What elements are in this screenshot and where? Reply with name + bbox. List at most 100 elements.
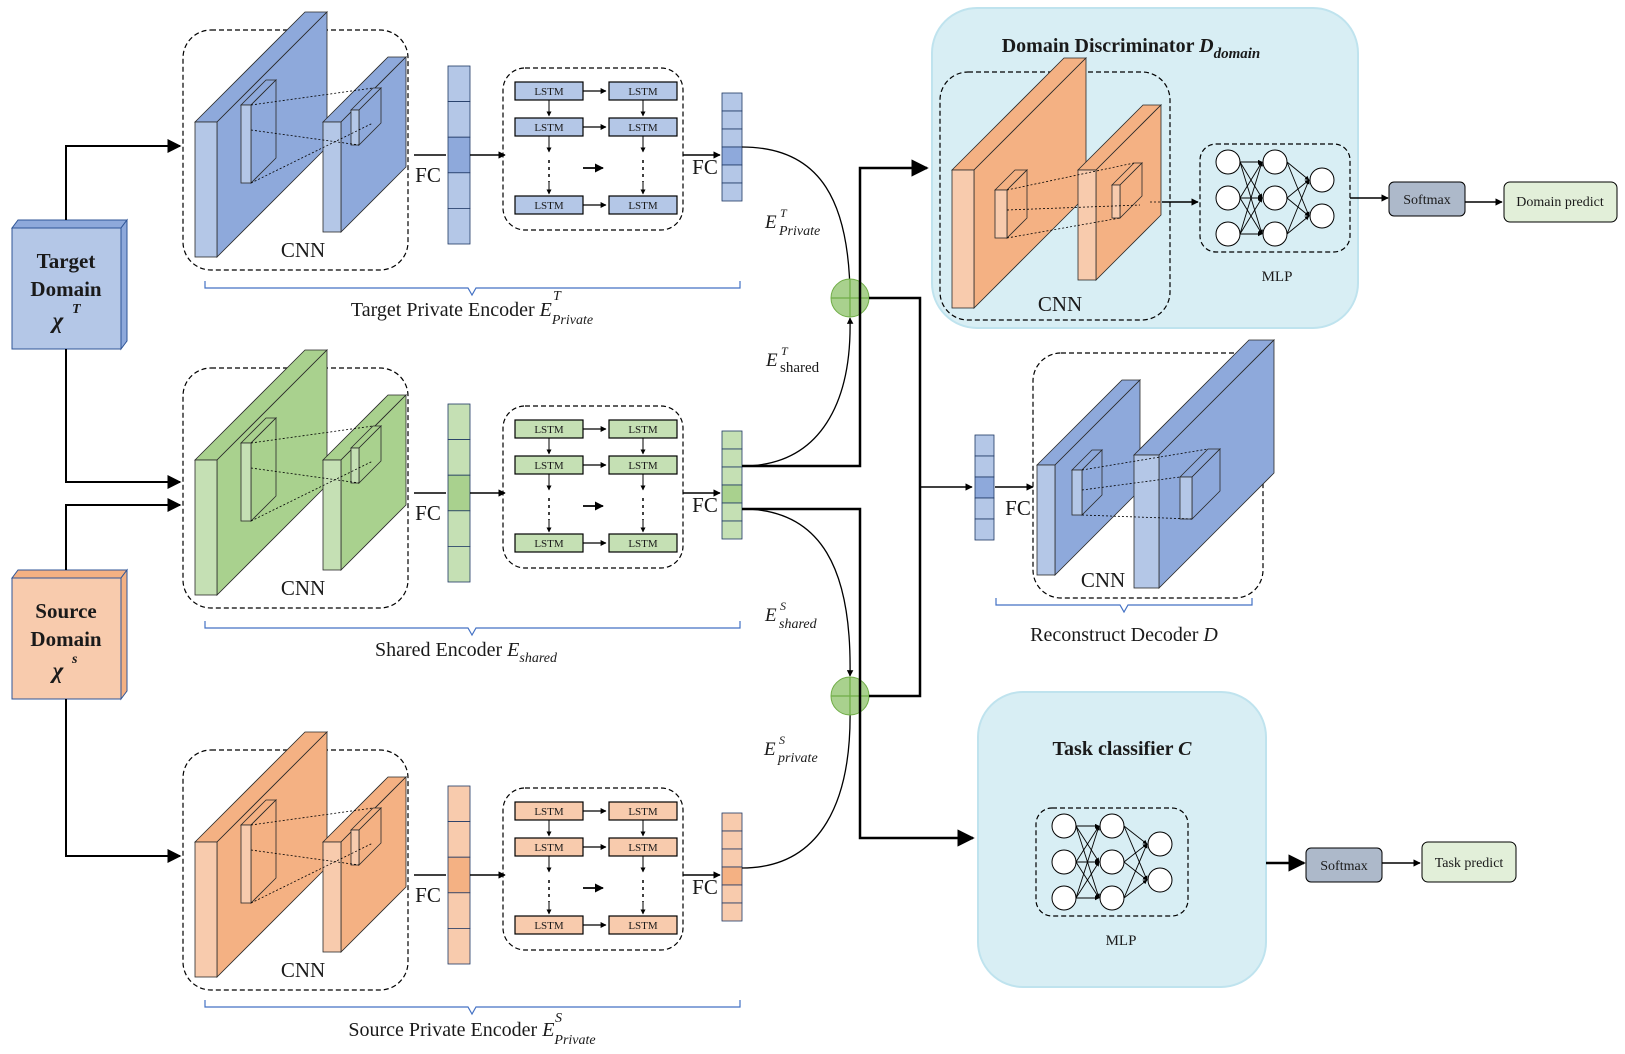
target-lstm-cell-label: LSTM xyxy=(534,200,564,212)
source-encoder-label: Source Private Encoder EPrivate xyxy=(348,1019,595,1048)
task-mlp-neuron xyxy=(1051,885,1077,911)
source-cnn-layer2 xyxy=(322,776,407,953)
shared-lstm-cell-label: LSTM xyxy=(628,460,658,472)
label-target-private-sym: E xyxy=(764,212,777,233)
source-cnn-kernel2 xyxy=(350,807,382,866)
target-domain-box: Target Domain χ T xyxy=(11,218,128,351)
source-fc2-vector-cell xyxy=(721,830,743,850)
source-domain-box: Source Domain χ s xyxy=(11,568,128,701)
label-target-private-sub: Private xyxy=(778,224,820,239)
domain-predict-box xyxy=(1503,181,1618,223)
shared-fc1-vector xyxy=(447,403,471,583)
target-cnn-label: CNN xyxy=(281,238,325,262)
disc-layer1 xyxy=(951,57,1087,309)
domain-predict-label: Domain predict xyxy=(1516,195,1604,210)
target-domain-sup: T xyxy=(72,302,82,317)
source-lstm-cell-label: LSTM xyxy=(534,920,564,932)
classifier-title: Task classifier C xyxy=(1053,738,1193,760)
source-fc1-vector-cell xyxy=(447,856,471,894)
disc-mlp-label: MLP xyxy=(1262,269,1293,285)
input-routing-lines xyxy=(65,139,182,863)
source-fc2-vector-cell xyxy=(721,848,743,868)
target-lstm-cell xyxy=(608,195,678,215)
disc-softmax-box xyxy=(1388,181,1466,217)
shared-fc1-vector-cell xyxy=(447,439,471,476)
source-fc2-vector-cell xyxy=(721,812,743,832)
target-fc2-vector xyxy=(721,92,743,202)
decoder-fc-label: FC xyxy=(1005,496,1031,520)
shared-cnn-layer2 xyxy=(322,394,407,571)
shared-fc1-vector-cell xyxy=(447,474,471,512)
disc-mlp-neuron xyxy=(1262,149,1288,175)
target-cnn-layer2 xyxy=(322,56,407,233)
target-lstm-cell-label: LSTM xyxy=(628,200,658,212)
label-target-shared-sub: shared xyxy=(780,360,820,376)
disc-mlp-neuron xyxy=(1309,167,1335,193)
shared-fc2-vector-cell xyxy=(721,520,743,540)
decoder-fc-vector-cell xyxy=(974,434,995,457)
shared-lstm-cell-label: LSTM xyxy=(628,424,658,436)
label-source-private-sym: E xyxy=(763,739,776,760)
target-fc2-label: FC xyxy=(692,155,718,179)
shared-fc2-label: FC xyxy=(692,493,718,517)
target-lstm-cell-label: LSTM xyxy=(534,122,564,134)
target-encoder-sup: T xyxy=(553,289,562,304)
task-mlp-neuron xyxy=(1051,813,1077,839)
source-fc1-vector xyxy=(447,785,471,965)
shared-fc1-label: FC xyxy=(415,501,441,525)
label-source-shared-sub: shared xyxy=(779,617,818,632)
decoder-fc-vector-cell xyxy=(974,518,995,541)
decoder-label: Reconstruct Decoder D xyxy=(1030,624,1218,646)
shared-cnn-kernel2 xyxy=(350,425,382,484)
target-domain-line1: Target xyxy=(37,249,96,273)
disc-cnn-label: CNN xyxy=(1038,292,1082,316)
label-source-shared-sup: S xyxy=(780,599,786,613)
source-fc2-vector-cell xyxy=(721,884,743,904)
shared-encoder-label: Shared Encoder Eshared xyxy=(375,639,558,666)
shared-fc2-vector-cell xyxy=(721,430,743,450)
disc-mlp-neuron xyxy=(1262,221,1288,247)
label-source-private-sub: private xyxy=(777,751,818,766)
task-softmax-label: Softmax xyxy=(1320,859,1367,874)
disc-kernel1 xyxy=(994,169,1028,239)
target-fc1-label: FC xyxy=(415,163,441,187)
disc-softmax-label: Softmax xyxy=(1403,193,1450,208)
disc-mlp-neuron xyxy=(1215,149,1241,175)
encoder-rows: CNN FC LSTM LSTM LSTM LSTM LSTM LSTM FC CNN FC LSTM… xyxy=(182,11,743,991)
target-fc1-vector-cell xyxy=(447,207,471,245)
plus-node-source xyxy=(830,676,870,716)
decoder-fc-vector xyxy=(974,434,995,541)
target-cnn-kernel2 xyxy=(350,87,382,146)
task-mlp-neuron xyxy=(1147,867,1173,893)
target-lstm-cell-label: LSTM xyxy=(628,86,658,98)
shared-fc1-vector-cell xyxy=(447,510,471,547)
source-lstm-cell-label: LSTM xyxy=(534,806,564,818)
shared-fc2-vector-cell xyxy=(721,448,743,468)
encoder-braces xyxy=(204,281,1253,1016)
decoder-fc-vector-cell xyxy=(974,476,995,499)
source-lstm-cell xyxy=(608,915,678,935)
disc-mlp-neuron xyxy=(1215,221,1241,247)
feature-curves xyxy=(741,146,854,869)
task-mlp-neuron xyxy=(1099,849,1125,875)
shared-lstm-cell-label: LSTM xyxy=(628,538,658,550)
source-encoder-sup: S xyxy=(555,1011,562,1026)
target-cnn: CNN xyxy=(182,11,409,271)
domain-discriminator: CNN MLP Softmax Domain predict xyxy=(939,57,1618,321)
decoder-fc-vector-cell xyxy=(974,455,995,478)
decoder-kernel1 xyxy=(1071,449,1103,516)
disc-kernel2 xyxy=(1111,162,1143,219)
source-fc2-label: FC xyxy=(692,875,718,899)
target-fc1-vector-cell xyxy=(447,136,471,174)
target-fc2-vector-cell xyxy=(721,128,743,148)
source-fc1-vector-cell xyxy=(447,892,471,929)
source-cnn: CNN xyxy=(182,731,409,991)
disc-cnn-frame xyxy=(939,71,1171,321)
task-mlp-neuron xyxy=(1051,849,1077,875)
source-domain-sup: s xyxy=(71,652,78,667)
